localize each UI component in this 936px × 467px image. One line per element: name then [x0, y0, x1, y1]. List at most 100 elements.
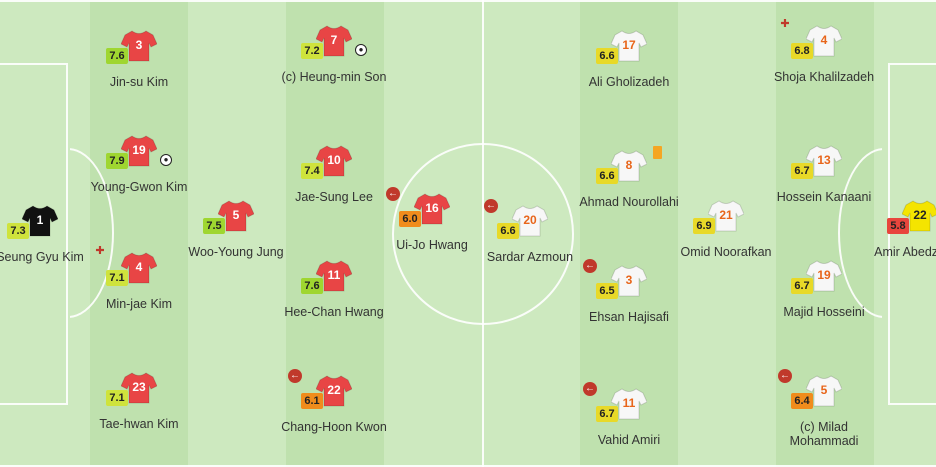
jersey-icon: 20 — [512, 205, 548, 237]
jersey-number: 8 — [625, 158, 633, 172]
rating-badge: 6.8 — [791, 43, 813, 59]
rating-badge: 7.9 — [106, 153, 128, 169]
jersey-icon: 21 — [708, 200, 744, 232]
jersey-number: 21 — [719, 208, 733, 222]
jersey-icon: 17 — [611, 30, 647, 62]
jersey-icon: 8 — [611, 150, 647, 182]
player-name: Chang-Hoon Kwon — [281, 420, 387, 434]
jersey-icon: 23 — [121, 372, 157, 404]
rating-badge: 7.6 — [301, 278, 323, 294]
jersey-icon: 13 — [806, 145, 842, 177]
substitution-icon: ← — [386, 187, 400, 201]
jersey-number: 16 — [425, 201, 439, 215]
rating-badge: 7.5 — [203, 218, 225, 234]
jersey-icon: 7 — [316, 25, 352, 57]
player-name: Jin-su Kim — [109, 75, 169, 89]
rating-badge: 6.5 — [596, 283, 618, 299]
player-name: Seung Gyu Kim — [0, 250, 84, 264]
rating-badge: 6.6 — [596, 48, 618, 64]
rating-badge: 7.3 — [7, 223, 29, 239]
rating-badge: 7.2 — [301, 43, 323, 59]
rating-badge: 6.0 — [399, 211, 421, 227]
jersey-icon: 10 — [316, 145, 352, 177]
jersey-number: 11 — [622, 396, 636, 410]
yellow-card-icon — [653, 146, 662, 159]
player-name: Ali Gholizadeh — [588, 75, 670, 89]
player-name: Min-jae Kim — [106, 297, 172, 311]
jersey-number: 22 — [913, 208, 927, 222]
jersey-number: 3 — [135, 38, 143, 52]
player-name: (c) Milad Mohammadi — [789, 420, 859, 448]
rating-badge: 6.1 — [301, 393, 323, 409]
player-name: Shoja Khalilzadeh — [773, 70, 875, 84]
right-penalty-box — [888, 63, 936, 405]
center-circle — [392, 143, 574, 325]
jersey-number: 22 — [327, 383, 341, 397]
jersey-number: 13 — [817, 153, 831, 167]
jersey-icon: 5 — [218, 200, 254, 232]
player-card[interactable]: 7 7.2 ● (c) Heung-min Son — [274, 25, 394, 107]
injury-icon: ✚ — [95, 245, 105, 257]
rating-badge: 6.7 — [791, 163, 813, 179]
rating-badge: 7.6 — [106, 48, 128, 64]
player-name: (c) Heung-min Son — [281, 70, 387, 84]
goal-icon: ● — [160, 154, 172, 166]
player-name: Sardar Azmoun — [486, 250, 574, 264]
player-name: Amir Abedzadeh — [874, 245, 936, 259]
rating-badge: 6.4 — [791, 393, 813, 409]
substitution-icon: ← — [288, 369, 302, 383]
player-name: Jae-Sung Lee — [295, 190, 373, 204]
player-name: Majid Hosseini — [783, 305, 865, 319]
player-name: Hee-Chan Hwang — [284, 305, 384, 319]
substitution-icon: ← — [583, 382, 597, 396]
jersey-icon: 16 — [414, 193, 450, 225]
jersey-icon: 1 — [22, 205, 58, 237]
jersey-icon: 5 — [806, 375, 842, 407]
jersey-number: 19 — [132, 143, 146, 157]
jersey-number: 11 — [327, 268, 341, 282]
substitution-icon: ← — [484, 199, 498, 213]
jersey-number: 1 — [36, 213, 44, 227]
goal-icon: ● — [355, 44, 367, 56]
jersey-number: 23 — [132, 380, 146, 394]
jersey-icon: 22 — [902, 200, 936, 232]
player-name: Woo-Young Jung — [188, 245, 284, 259]
jersey-number: 17 — [622, 38, 636, 52]
jersey-number: 10 — [327, 153, 341, 167]
substitution-icon: ← — [778, 369, 792, 383]
player-name: Hossein Kanaani — [776, 190, 872, 204]
jersey-number: 3 — [625, 273, 633, 287]
jersey-number: 5 — [232, 208, 240, 222]
jersey-icon: 19 — [806, 260, 842, 292]
left-penalty-box — [0, 63, 68, 405]
player-name: Ahmad Nourollahi — [579, 195, 679, 209]
jersey-number: 19 — [817, 268, 831, 282]
player-name: Tae-hwan Kim — [99, 417, 179, 431]
player-card[interactable]: 22 6.1 ← Chang-Hoon Kwon — [274, 369, 394, 457]
jersey-number: 4 — [135, 260, 143, 274]
jersey-number: 7 — [330, 33, 338, 47]
pitch-border-top — [0, 0, 936, 2]
rating-badge: 5.8 — [887, 218, 909, 234]
